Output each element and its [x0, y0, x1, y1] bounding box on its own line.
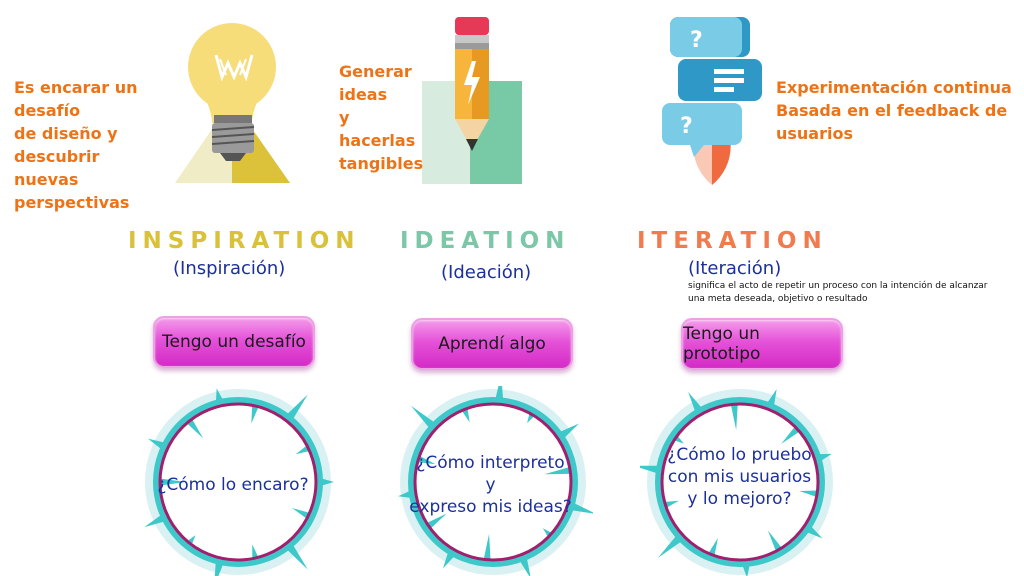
ring-spike [156, 478, 186, 486]
ideation-pill: Aprendí algo [411, 318, 573, 370]
ideation-question: ¿Cómo interpreto y expreso mis ideas? [409, 453, 572, 517]
ring-spike [410, 405, 436, 430]
ring-band [153, 397, 323, 567]
ring-spike [144, 513, 166, 528]
iteration-subtitle: (Iteración) [688, 258, 782, 279]
inspiration-pill: Tengo un desafío [153, 316, 315, 368]
inspiration-ring [144, 388, 334, 576]
ring-spike [285, 543, 308, 570]
ring-band [655, 397, 825, 567]
inspiration-description: Es encarar un desafío de diseño y descub… [14, 78, 138, 212]
ring-spike [285, 394, 308, 421]
ideation-subtitle: (Ideación) [441, 262, 532, 283]
iteration-question: ¿Cómo lo pruebo con mis usuarios y lo me… [667, 445, 812, 509]
ring-spike [730, 399, 738, 431]
ring-spike [570, 502, 593, 514]
ideation-title: IDEATION [400, 228, 571, 254]
iteration-description: Experimentación continua Basada en el fe… [776, 78, 1012, 143]
ring-halo [647, 389, 833, 575]
svg-text:?: ? [680, 114, 693, 139]
iteration-pill: Tengo un prototipo [681, 318, 843, 370]
ideation-ring [398, 386, 593, 576]
ring-line [413, 402, 573, 562]
inspiration-question: ¿Cómo lo encaro? [157, 475, 309, 495]
ring-line [660, 402, 820, 562]
inspiration-subtitle: (Inspiración) [173, 258, 286, 279]
speech-bubbles-icon: ? ? [662, 17, 762, 185]
svg-text:?: ? [690, 28, 703, 53]
ring-spike [482, 533, 491, 565]
iteration-title: ITERATION [637, 228, 828, 254]
iteration-definition: significa el acto de repetir un proceso … [688, 281, 988, 304]
iteration-ring [640, 388, 833, 576]
ring-spike [544, 465, 575, 475]
ring-spike [495, 386, 504, 401]
ring-halo [400, 389, 586, 575]
ring-band [408, 397, 578, 567]
inspiration-title: INSPIRATION [128, 228, 361, 254]
pencil-icon [422, 17, 522, 184]
ideation-description: Generar ideas y hacerlas tangibles [339, 62, 424, 173]
ring-spike [640, 465, 660, 474]
ring-spike [320, 478, 334, 486]
lightbulb-icon [175, 23, 290, 183]
ring-line [158, 402, 318, 562]
ring-spike [657, 534, 683, 559]
